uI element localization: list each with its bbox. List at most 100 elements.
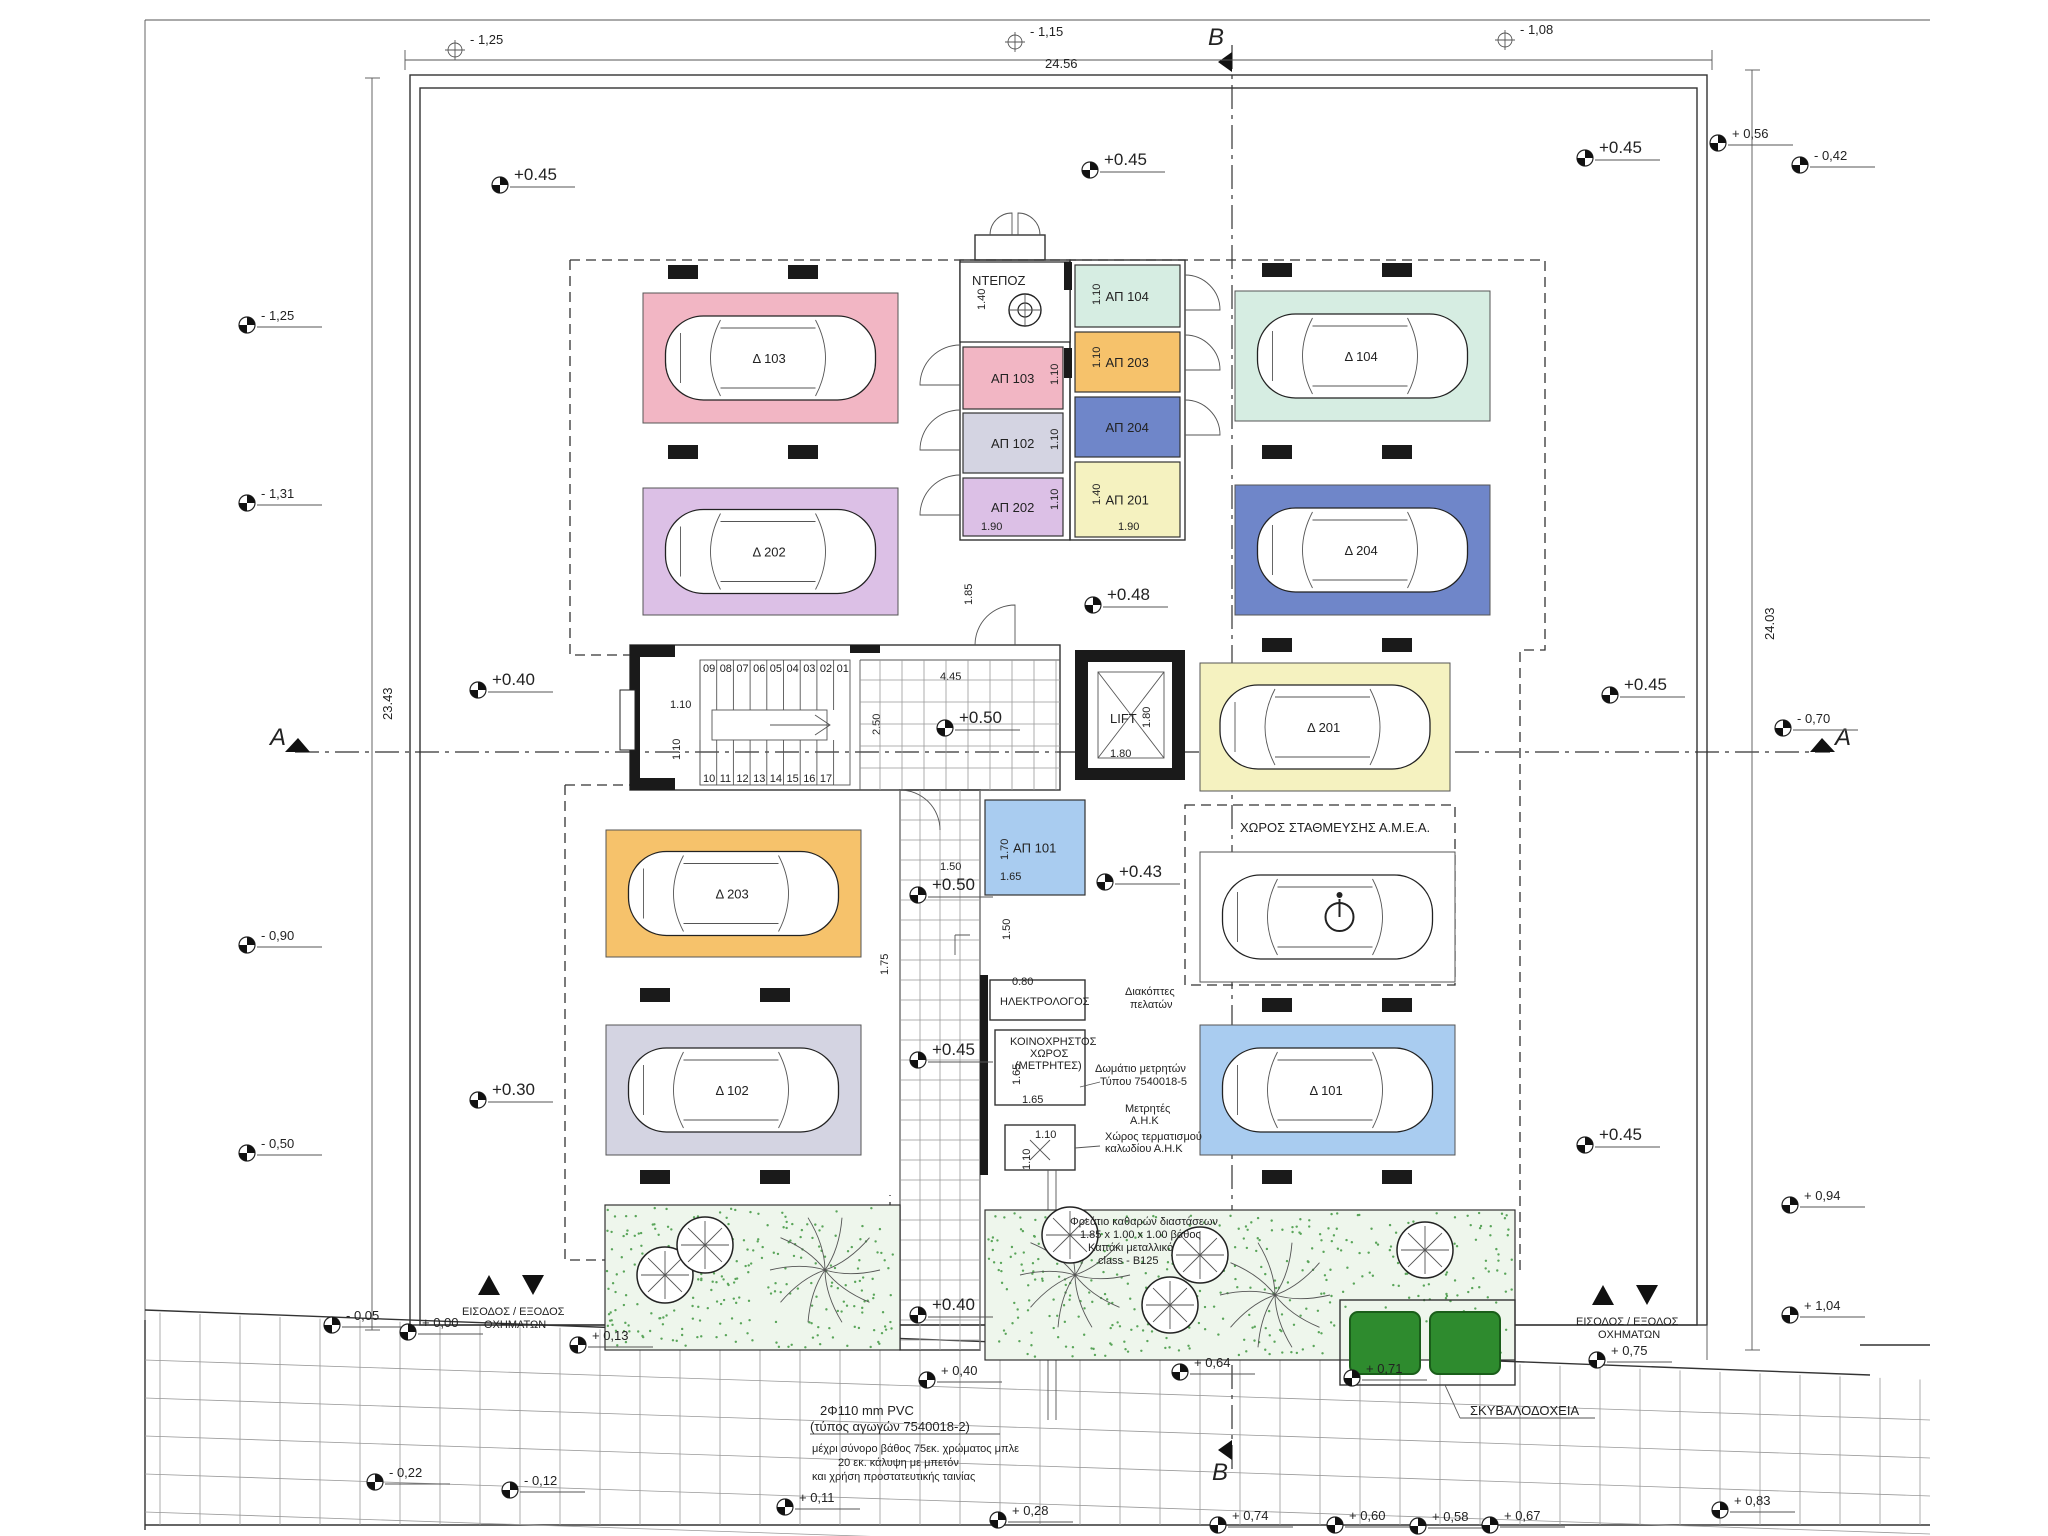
parking-bay: Δ 103 (642, 292, 899, 424)
top-total-dim: 24.56 (1045, 56, 1078, 71)
vehicle-entrance-left: ΕΙΣΟΔΟΣ / ΕΞΟΔΟΣ ΟΧΗΜΑΤΩΝ (462, 1275, 565, 1331)
stair-step-number: 07 (736, 663, 748, 675)
spot-level-value: + 0,40 (941, 1363, 978, 1378)
utility-notes: Διακόπτες πελατών Δωμάτιο μετρητών Τύπου… (1074, 986, 1202, 1155)
wheel-stop (1382, 1170, 1412, 1184)
dim-term-h: 1.10 (1021, 1149, 1033, 1170)
spot-level-value: +0.40 (932, 1295, 975, 1314)
spot-level: - 0,50 (238, 1136, 322, 1162)
note-manhole-3: Καπάκι μεταλλικό (1088, 1242, 1173, 1254)
pipe-note: 2Φ110 mm PVC (τύπος αγωγών 7540018-2) μέ… (810, 1403, 1019, 1483)
note-breakers-1: Διακόπτες (1125, 986, 1175, 998)
dim-walk-side: 1.75 (879, 954, 891, 975)
wheel-stop (1262, 263, 1292, 277)
car-icon (664, 315, 877, 401)
spot-level: + 1,04 (1781, 1298, 1865, 1324)
wheel-stop (788, 265, 818, 279)
entrance-right-2: ΟΧΗΜΑΤΩΝ (1598, 1329, 1660, 1341)
storage-room: ΑΠ 104 (1074, 264, 1181, 328)
spot-level-value: - 0,22 (389, 1465, 422, 1480)
lift-shaft: LIFT 1.80 1.80 (1075, 650, 1185, 780)
spot-level-value: + 0,58 (1432, 1509, 1469, 1524)
section-mark-a-right: A (1833, 724, 1851, 751)
dim-ap101-w: 1.65 (1000, 871, 1021, 883)
spot-level: +0.40 (909, 1295, 993, 1324)
spot-level: + 0,11 (776, 1490, 860, 1516)
stair-step-number: 17 (820, 773, 832, 785)
parking-bay: Δ 101 (1199, 1024, 1456, 1156)
top-level-right: - 1,08 (1520, 22, 1553, 37)
dim-common-w: 1.65 (1022, 1094, 1043, 1106)
spot-level: +0.45 (1576, 1125, 1660, 1154)
tree-icon (1171, 1226, 1229, 1284)
spot-level: +0.45 (1601, 675, 1685, 704)
spot-level: + 0,83 (1711, 1493, 1795, 1519)
bins-label: ΣΚΥΒΑΛΟΔΟΧΕΙΑ (1470, 1403, 1579, 1418)
storage-room: ΑΠ 201 (1074, 461, 1181, 538)
parking-bay: Δ 104 (1234, 290, 1491, 422)
spot-level: + 0,71 (1343, 1361, 1427, 1387)
note-meter-room-1: Δωμάτιο μετρητών (1095, 1063, 1186, 1075)
spot-level: + 0,74 (1209, 1508, 1293, 1534)
spot-level-value: + 0,67 (1504, 1508, 1541, 1523)
entrance-right-1: ΕΙΣΟΔΟΣ / ΕΞΟΔΟΣ (1576, 1316, 1679, 1328)
arrow-up-icon (478, 1275, 500, 1295)
section-mark-b-bottom: B (1212, 1459, 1228, 1486)
bin-icon (1429, 1311, 1501, 1375)
spot-level-value: + 0,28 (1012, 1503, 1049, 1518)
spot-level-value: - 1,25 (261, 308, 294, 323)
parking-bay-label: Δ 201 (1307, 720, 1340, 735)
ntepoz-label: ΝΤΕΠΟΖ (972, 273, 1026, 288)
spot-level: +0.48 (1084, 585, 1168, 614)
vehicle-entrance-right: ΕΙΣΟΔΟΣ / ΕΞΟΔΟΣ ΟΧΗΜΑΤΩΝ (1576, 1285, 1679, 1341)
common-label-3: (ΜΕΤΡΗΤΕΣ) (1015, 1060, 1082, 1072)
spot-level: - 0,90 (238, 928, 322, 954)
spot-level: + 0,94 (1781, 1188, 1865, 1214)
spot-level-value: +0.45 (1599, 1125, 1642, 1144)
note-manhole-1: Φρεάτιο καθαρών διαστάσεων (1070, 1216, 1218, 1228)
spot-level-value: +0.40 (492, 670, 535, 689)
stair-step-number: 12 (736, 773, 748, 785)
dim-ap103: 1.10 (1049, 364, 1061, 385)
stair-step-number: 16 (803, 773, 815, 785)
bins: ΣΚΥΒΑΛΟΔΟΧΕΙΑ (1339, 1299, 1595, 1419)
spot-level: - 1,31 (238, 486, 322, 512)
spot-level: + 0,00 (399, 1315, 483, 1341)
overall-dimensions: 24.56 23.43 24.03 (365, 50, 1777, 1351)
arrow-down-icon (522, 1275, 544, 1295)
spot-level-value: + 1,04 (1804, 1298, 1841, 1313)
wheel-stop (1262, 998, 1292, 1012)
pipe-note-4: 20 εκ. κάλυψη με μπετόν (838, 1457, 959, 1469)
lift-label: LIFT (1110, 711, 1137, 726)
storage-width-left: 1.90 (981, 521, 1002, 533)
wheel-stop (1382, 998, 1412, 1012)
pipe-note-5: και χρήση προστατευτικής ταινίας (812, 1471, 975, 1483)
parking-bay (1199, 851, 1456, 983)
street-pavement (144, 1309, 1931, 1536)
dim-common-h: 1.65 (1011, 1064, 1023, 1085)
spot-level: +0.45 (491, 165, 575, 194)
stair-step-number: 10 (703, 773, 715, 785)
wheel-stop (640, 1170, 670, 1184)
spot-level: + 0,40 (918, 1363, 1002, 1389)
stair-step-number: 11 (720, 773, 731, 785)
note-breakers-2: πελατών (1130, 999, 1173, 1011)
spot-levels: +0.45+0.45+0.45+0.48+0.40+0.50+0.45+0.43… (238, 126, 1875, 1535)
stair-step-number: 01 (837, 663, 849, 675)
stair-step-number: 04 (787, 663, 799, 675)
spot-level-value: +0.45 (514, 165, 557, 184)
common-label-2: ΧΩΡΟΣ (1030, 1048, 1068, 1060)
palm-tree-icon (769, 1217, 881, 1323)
tree-icon (636, 1246, 694, 1304)
spot-level-value: - 0,90 (261, 928, 294, 943)
parking-bay-label: Δ 102 (716, 1083, 749, 1098)
parking-bay-label: Δ 101 (1310, 1083, 1343, 1098)
dim-ap201: 1.40 (1091, 484, 1103, 505)
spot-level: +0.45 (1081, 150, 1165, 179)
storage-room: ΑΠ 204 (1074, 396, 1181, 458)
section-mark-a-left: A (268, 724, 286, 751)
storage-room: ΑΠ 103 (962, 346, 1064, 410)
spot-level-value: + 0,60 (1349, 1508, 1386, 1523)
spot-level: + 0,58 (1409, 1509, 1493, 1535)
spot-level: +0.45 (1576, 138, 1660, 167)
